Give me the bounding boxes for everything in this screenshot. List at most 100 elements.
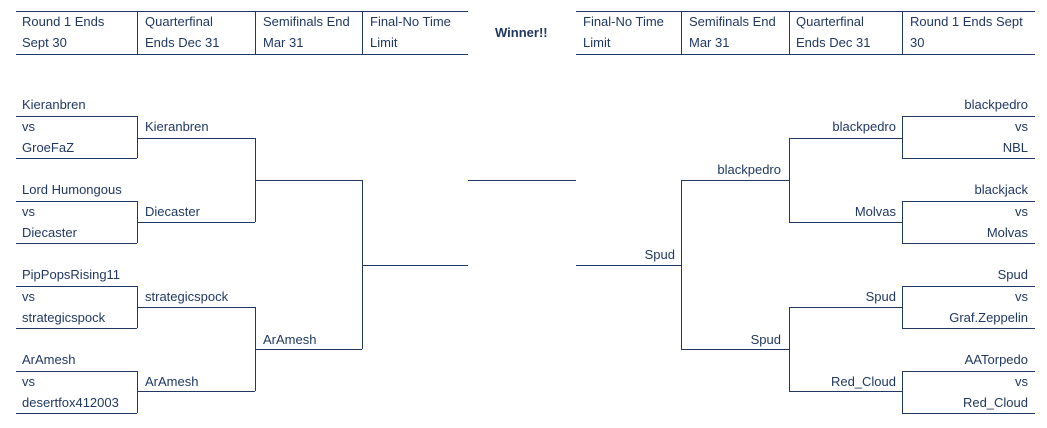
bracket-line (16, 286, 137, 287)
bracket-line (902, 243, 1035, 244)
player-name: Molvas (854, 204, 896, 219)
header-quarterfinal-right-line2: Ends Dec 31 (796, 35, 871, 50)
bracket-line (362, 265, 468, 266)
winner-label: Winner!! (495, 25, 548, 40)
bracket-line (789, 222, 902, 223)
header-round1-right-line2: 30 (910, 35, 925, 50)
winner-line (468, 180, 576, 181)
bracket-line (681, 180, 682, 349)
player-name: blackpedro (964, 97, 1028, 112)
header-round1-right-line1: Round 1 Ends Sept (910, 14, 1023, 29)
bracket-line (902, 371, 1035, 372)
vs-label: vs (22, 204, 35, 219)
header-divider (902, 11, 903, 54)
player-name: blackpedro (832, 119, 896, 134)
bracket-line (137, 391, 255, 392)
player-name: desertfox412003 (22, 395, 119, 410)
player-name: ArAmesh (22, 352, 76, 367)
bracket-line (137, 138, 255, 139)
player-name: Molvas (986, 225, 1028, 240)
header-final-right-line1: Final-No Time (583, 14, 664, 29)
bracket-line (789, 138, 902, 139)
player-name: Lord Humongous (22, 182, 122, 197)
bracket-line (902, 286, 1035, 287)
bracket-line (789, 391, 902, 392)
header-divider (789, 11, 790, 54)
header-semifinal-left-line2: Mar 31 (263, 35, 304, 50)
header-semifinal-right-line1: Semifinals End (689, 14, 776, 29)
player-name: blackpedro (717, 162, 781, 177)
header-final-left-line1: Final-No Time (370, 14, 451, 29)
player-name: ArAmesh (263, 332, 317, 347)
header-quarterfinal-left-line2: Ends Dec 31 (145, 35, 220, 50)
bracket-line (137, 371, 138, 413)
header-final-right-line2: Limit (583, 35, 611, 50)
bracket-line (255, 180, 362, 181)
bracket-line (137, 116, 138, 158)
vs-label: vs (22, 289, 35, 304)
vs-label: vs (1015, 289, 1028, 304)
header-right-bottom-border (576, 54, 1035, 55)
header-right-top-border (576, 11, 1035, 12)
player-name: Spud (997, 267, 1028, 282)
player-name: PipPopsRising11 (22, 267, 121, 282)
player-name: Graf.Zeppelin (949, 310, 1028, 325)
player-name: Red_Cloud (830, 374, 896, 389)
player-name: AATorpedo (964, 352, 1028, 367)
player-name: strategicspock (145, 289, 229, 304)
bracket-line (902, 328, 1035, 329)
vs-label: vs (1015, 119, 1028, 134)
bracket-line (576, 265, 681, 266)
header-semifinal-left-line1: Semifinals End (263, 14, 350, 29)
header-semifinal-right-line2: Mar 31 (689, 35, 730, 50)
bracket-line (681, 180, 789, 181)
bracket-line (16, 201, 137, 202)
header-divider (362, 11, 363, 54)
player-name: Spud (750, 332, 781, 347)
bracket-line (681, 349, 789, 350)
header-quarterfinal-right-line1: Quarterfinal (796, 14, 864, 29)
player-name: Kieranbren (22, 97, 86, 112)
header-divider (255, 11, 256, 54)
header-left-top-border (16, 11, 468, 12)
player-name: NBL (1002, 140, 1028, 155)
vs-label: vs (1015, 204, 1028, 219)
header-quarterfinal-left-line1: Quarterfinal (145, 14, 213, 29)
header-final-left-line2: Limit (370, 35, 398, 50)
bracket-line (789, 138, 790, 222)
vs-label: vs (22, 374, 35, 389)
player-name: Diecaster (145, 204, 200, 219)
player-name: Red_Cloud (962, 395, 1028, 410)
player-name: Kieranbren (145, 119, 209, 134)
bracket-line (137, 222, 255, 223)
bracket-line (902, 371, 903, 413)
player-name: GroeFaZ (22, 140, 75, 155)
header-left-bottom-border (16, 54, 468, 55)
bracket-line (362, 180, 363, 349)
vs-label: vs (1015, 374, 1028, 389)
bracket-line (16, 243, 137, 244)
bracket-line (16, 158, 137, 159)
bracket-line (789, 307, 902, 308)
vs-label: vs (22, 119, 35, 134)
bracket-line (902, 116, 1035, 117)
header-round1-left-line1: Round 1 Ends (22, 14, 105, 29)
bracket-line (902, 158, 1035, 159)
player-name: strategicspock (22, 310, 106, 325)
bracket-line (789, 307, 790, 391)
bracket-line (16, 413, 137, 414)
player-name: Spud (865, 289, 896, 304)
player-name: Diecaster (22, 225, 77, 240)
bracket-line (902, 413, 1035, 414)
bracket-line (902, 286, 903, 328)
bracket-line (255, 349, 362, 350)
bracket-line (902, 201, 903, 243)
header-divider (137, 11, 138, 54)
player-name: ArAmesh (145, 374, 199, 389)
bracket-line (902, 201, 1035, 202)
header-divider (681, 11, 682, 54)
bracket-line (16, 371, 137, 372)
header-round1-left-line2: Sept 30 (22, 35, 67, 50)
bracket-line (16, 116, 137, 117)
player-name: blackjack (974, 182, 1028, 197)
